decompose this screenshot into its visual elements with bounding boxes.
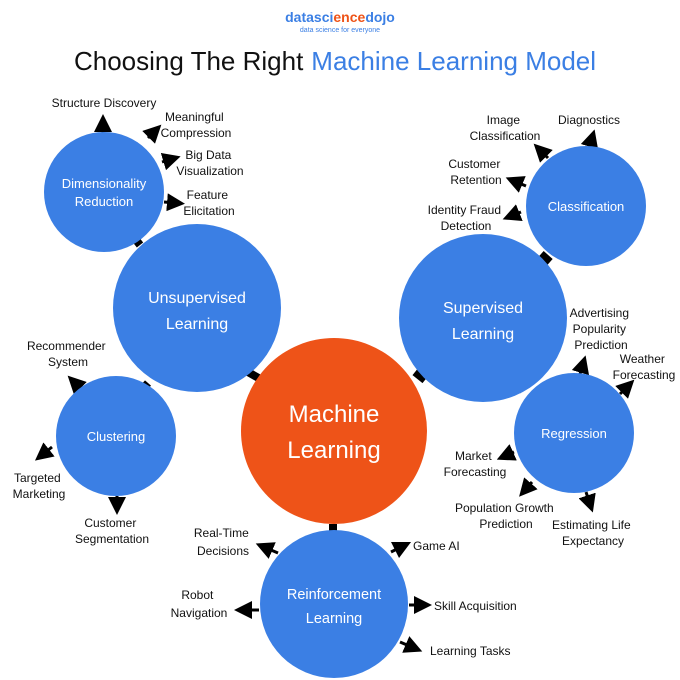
leaf-identity-fraud: Identity Fraud Detection: [428, 203, 505, 233]
leaf-life-expectancy: Estimating Life Expectancy: [552, 518, 634, 548]
leaf-advertising: Advertising Popularity Prediction: [570, 306, 633, 352]
arrow-retention: [505, 176, 527, 193]
dimensionality-label-2: Reduction: [75, 194, 134, 209]
circle-supervised: [399, 234, 567, 402]
brand-science-b: ence: [333, 9, 365, 25]
regression-label: Regression: [541, 426, 607, 441]
leaf-image-classification: Image Classification: [470, 113, 541, 143]
node-dimensionality: Dimensionality Reduction: [44, 132, 164, 252]
connector-sup-center: [412, 368, 428, 384]
svg-text:datasciencedojo: datasciencedojo: [285, 9, 395, 25]
arrow-compression: [142, 124, 162, 144]
node-clustering: Clustering: [56, 376, 176, 496]
leaf-learning-tasks: Learning Tasks: [430, 644, 511, 658]
leaf-labels: Structure Discovery Meaningful Compressi…: [13, 96, 676, 658]
leaf-skill: Skill Acquisition: [434, 599, 517, 613]
supervised-label-2: Learning: [452, 326, 514, 343]
leaf-structure-discovery: Structure Discovery: [52, 96, 157, 110]
node-unsupervised: Unsupervised Learning: [113, 224, 281, 392]
brand-logo: datasciencedojo data science for everyon…: [285, 9, 395, 34]
node-regression: Regression: [514, 373, 634, 493]
leaf-customer-segmentation: Customer Segmentation: [75, 516, 149, 546]
title-part1: Choosing The Right: [74, 46, 304, 76]
arrow-feature: [163, 193, 185, 212]
leaf-customer-retention: Customer Retention: [448, 157, 503, 187]
arrow-realtime: [255, 542, 279, 559]
circle-regression: [514, 373, 634, 493]
arrow-bigdata: [160, 152, 181, 171]
arrow-targeted: [34, 442, 55, 461]
arrow-gameai: [390, 541, 412, 559]
node-supervised: Supervised Learning: [399, 234, 567, 402]
node-classification: Classification: [526, 146, 646, 266]
leaf-targeted-marketing: Targeted Marketing: [13, 471, 66, 501]
arrow-fraud: [502, 204, 523, 222]
leaf-population: Population Growth Prediction: [455, 501, 557, 531]
arrow-population: [519, 477, 538, 497]
dimensionality-label-1: Dimensionality: [62, 176, 147, 191]
classification-label: Classification: [548, 199, 625, 214]
center-label-1: Machine: [289, 401, 380, 428]
leaf-feature-elicitation: Feature Elicitation: [183, 188, 234, 218]
circle-dimensionality: [44, 132, 164, 252]
connector-sup-class: [538, 251, 553, 265]
leaf-market: Market Forecasting: [444, 449, 507, 479]
leaf-big-data: Big Data Visualization: [176, 148, 243, 178]
arrow-weather: [615, 379, 635, 399]
leaf-realtime: Real-Time Decisions: [194, 526, 252, 558]
arrow-image: [533, 143, 553, 163]
brand-tagline: data science for everyone: [300, 27, 380, 34]
circle-unsupervised: [113, 224, 281, 392]
circle-clustering: [56, 376, 176, 496]
reinforcement-label-2: Learning: [306, 611, 362, 627]
circle-machine-learning: [241, 338, 427, 524]
clustering-label: Clustering: [87, 429, 146, 444]
leaf-game-ai: Game AI: [413, 539, 460, 553]
circle-reinforcement: [260, 530, 408, 678]
unsupervised-label-1: Unsupervised: [148, 290, 246, 307]
arrow-learning-tasks: [399, 636, 423, 653]
unsupervised-label-2: Learning: [166, 316, 228, 333]
supervised-label-1: Supervised: [443, 300, 523, 317]
title-part2: Machine Learning Model: [311, 46, 596, 76]
circle-classification: [526, 146, 646, 266]
arrow-advertising: [571, 355, 590, 376]
leaf-diagnostics: Diagnostics: [558, 113, 620, 127]
brand-data: data: [285, 9, 314, 25]
node-reinforcement: Reinforcement Learning: [260, 530, 408, 678]
arrow-life: [578, 491, 596, 513]
arrow-market: [496, 444, 517, 461]
reinforcement-label-1: Reinforcement: [287, 587, 381, 603]
node-center: Machine Learning: [241, 338, 427, 524]
leaf-meaningful-compression: Meaningful Compression: [161, 110, 232, 140]
center-label-2: Learning: [287, 437, 380, 464]
leaf-robot: Robot Navigation: [171, 588, 228, 620]
leaf-weather: Weather Forecasting: [613, 352, 676, 382]
leaf-recommender: Recommender System: [27, 339, 109, 369]
brand-science-a: sci: [314, 9, 333, 25]
brand-dojo: dojo: [365, 9, 395, 25]
